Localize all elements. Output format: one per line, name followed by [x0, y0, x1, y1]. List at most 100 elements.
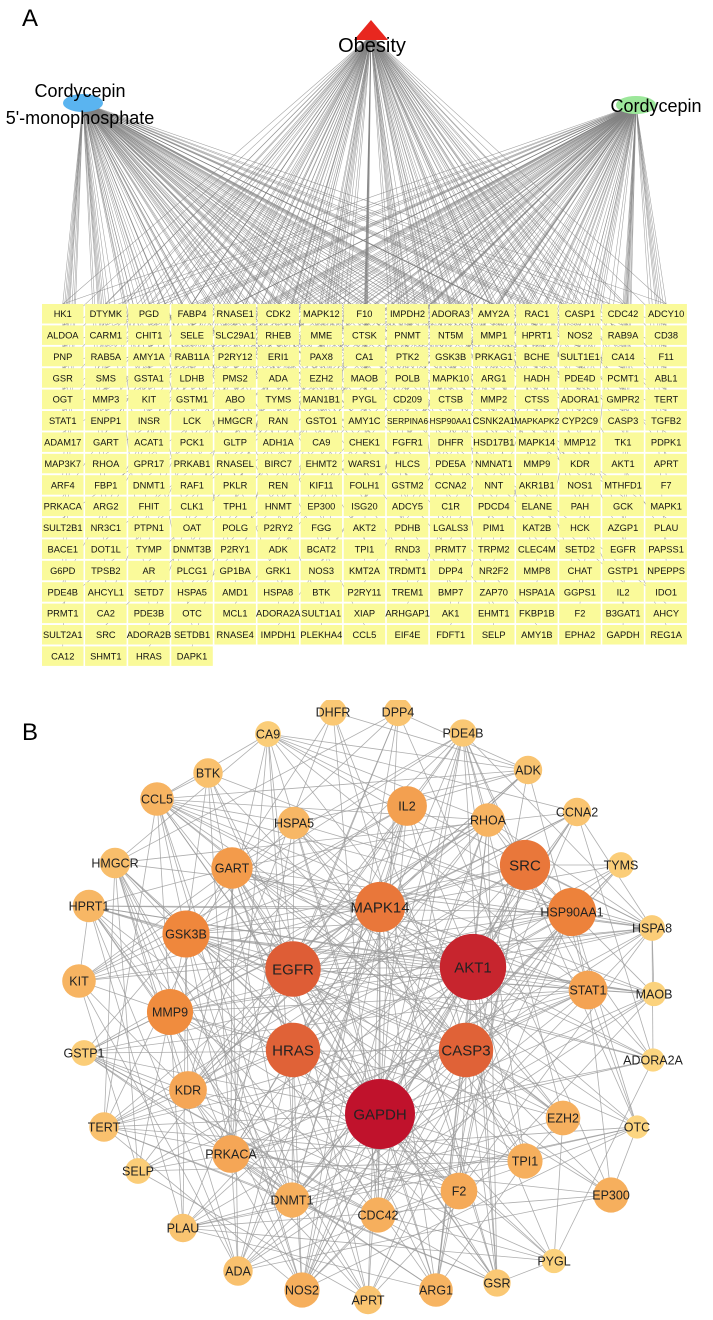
ppi-edge [231, 867, 564, 1119]
ppi-edge [185, 864, 526, 935]
ppi-node-label: KIT [69, 975, 89, 989]
target-label: ARF4 [51, 480, 75, 490]
target-label: HPRT1 [522, 330, 552, 340]
target-label: TPH1 [223, 502, 247, 512]
compound-target-edge [321, 35, 372, 326]
target-node-cyp2c9: CYP2C9 [559, 411, 601, 431]
target-box [171, 475, 213, 495]
target-box [602, 389, 644, 410]
target-node-pdpk1: PDPK1 [645, 432, 687, 452]
target-node-sele: SELE [171, 325, 213, 345]
target-label: ALDOA [47, 330, 79, 340]
target-box [85, 346, 127, 367]
ppi-node-label: SRC [509, 857, 541, 874]
target-label: PTK2 [396, 352, 419, 362]
target-label: CA12 [51, 651, 74, 661]
compound-target-edge [321, 104, 637, 326]
target-label: RHOA [92, 459, 120, 469]
target-node-pklr: PKLR [214, 475, 256, 495]
ppi-edge [576, 811, 654, 1061]
target-label: FDFT1 [436, 630, 465, 640]
target-label: EPHA2 [565, 630, 596, 640]
target-box [171, 368, 213, 388]
ppi-node-circle [593, 1177, 629, 1213]
ppi-node-gstp1: GSTP1 [64, 1040, 105, 1066]
ppi-edge [587, 989, 638, 1128]
target-node-ca12: CA12 [42, 646, 84, 666]
target-node-f11: F11 [645, 346, 687, 367]
ppi-edge [267, 733, 529, 771]
target-node-ido1: IDO1 [645, 582, 687, 602]
target-node-slc29a1: SLC29A1 [214, 325, 256, 345]
target-box [85, 603, 127, 624]
target-label: MAPKAPK2 [514, 416, 559, 426]
target-node-arg2: ARG2 [85, 496, 127, 517]
target-label: GSR [53, 373, 73, 383]
target-label: CLEC4M [518, 544, 556, 554]
ppi-node-circle [541, 1248, 567, 1274]
target-node-fdft1: FDFT1 [429, 625, 472, 645]
target-box [559, 325, 601, 345]
target-box [645, 325, 687, 345]
ppi-edge [103, 1049, 467, 1128]
ppi-node-circle [146, 988, 194, 1036]
ppi-edge [182, 1160, 526, 1229]
target-box [386, 496, 429, 517]
target-node-dapk1: DAPK1 [171, 646, 213, 666]
compound-target-edge [191, 35, 372, 326]
ppi-node-circle [387, 786, 427, 826]
target-label: ADA [269, 373, 289, 383]
target-box [300, 582, 343, 602]
target-label: GSTP1 [608, 566, 638, 576]
ppi-node-label: OTC [624, 1121, 650, 1135]
compound-target-edge [493, 104, 637, 305]
target-box [429, 603, 472, 624]
ppi-node-label: CCNA2 [556, 806, 598, 820]
target-node-kif11: KIF11 [300, 475, 343, 495]
compound-target-edge [235, 104, 637, 326]
target-label: ADCY10 [648, 309, 684, 319]
target-box [214, 346, 256, 367]
target-box [602, 560, 644, 581]
panel-b-ppi-network: B ADORA2AOTCMAOBPYGLCA9TYMSHSPA8SELPGSTP… [22, 700, 684, 1315]
ppi-node-dhfr: DHFR [316, 700, 350, 726]
ppi-node-circle [507, 1143, 543, 1179]
target-label: ARG1 [481, 373, 506, 383]
target-box [42, 646, 84, 666]
target-box [343, 518, 386, 538]
target-label: AHCYL1 [88, 587, 124, 597]
target-label: ADORA1 [561, 395, 599, 405]
target-label: CA9 [312, 437, 330, 447]
compound-target-edge [82, 102, 279, 497]
target-node-gart: GART [85, 432, 127, 452]
target-node-ada: ADA [257, 368, 299, 388]
target-node-prmt1: PRMT1 [42, 603, 84, 624]
ppi-node-label: GSTP1 [64, 1047, 105, 1061]
target-label: HCK [570, 523, 590, 533]
target-box [171, 539, 213, 559]
compound-target-edge [82, 102, 322, 369]
target-node-hspa5: HSPA5 [171, 582, 213, 602]
target-label: G6PD [50, 566, 76, 576]
target-label: PLAU [654, 523, 678, 533]
target-node-abl1: ABL1 [645, 368, 687, 388]
ppi-edge [156, 798, 295, 824]
target-label: ELANE [522, 502, 553, 512]
ppi-node-hspa5: HSPA5 [274, 806, 314, 840]
ppi-node-gsr: GSR [483, 1269, 511, 1297]
target-box [42, 518, 84, 538]
ppi-edge [185, 933, 589, 991]
ppi-node-label: RHOA [470, 814, 507, 828]
target-label: MMP8 [523, 566, 550, 576]
compound-target-edge [370, 35, 451, 347]
ppi-edge [137, 1170, 369, 1301]
ppi-node-ccl5: CCL5 [140, 782, 174, 816]
target-label: CTSK [352, 330, 378, 340]
target-box [386, 625, 429, 645]
target-node-kdr: KDR [559, 453, 601, 474]
ppi-node-ca9: CA9 [255, 721, 281, 747]
ppi-node-casp3: CASP3 [438, 1022, 494, 1078]
ppi-node-label: AKT1 [454, 959, 492, 976]
target-node-arhgap1: ARHGAP1 [385, 603, 430, 624]
target-label: IL2 [617, 587, 630, 597]
